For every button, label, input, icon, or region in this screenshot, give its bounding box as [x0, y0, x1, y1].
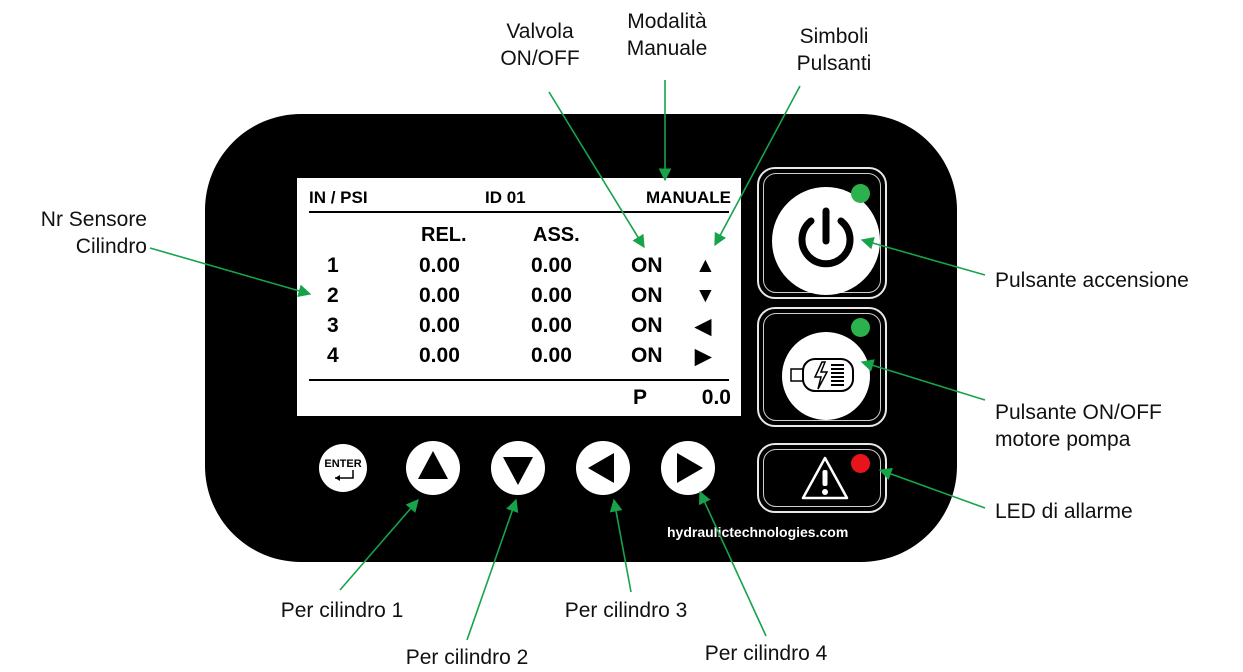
units-label: IN / PSI [309, 188, 368, 207]
abs-value: 0.00 [531, 254, 572, 277]
return-arrow-icon [335, 470, 354, 481]
lcd-display: IN / PSI ID 01 MANUALE REL. ASS. 1 0.00 … [297, 178, 741, 416]
rel-value: 0.00 [419, 284, 460, 307]
abs-value: 0.00 [531, 344, 572, 367]
sensor-number: 2 [327, 284, 339, 307]
footer-url: hydraulictechnologies.com [667, 524, 849, 540]
pressure-value: 0.0 [701, 386, 731, 409]
callout-alarm-led: LED di allarme [995, 500, 1133, 523]
callout-cyl1: Per cilindro 1 [280, 599, 404, 622]
button-symbol: ▶ [695, 345, 712, 368]
enter-button[interactable]: ENTER [319, 444, 367, 492]
leader-valve [548, 91, 645, 249]
callout-power-button: Pulsante accensione [995, 269, 1189, 292]
table-row: 1 0.00 0.00 ON ▲ [297, 254, 741, 284]
right-button[interactable] [661, 441, 715, 495]
button-symbol: ▲ [695, 254, 716, 277]
col-abs-header: ASS. [533, 224, 580, 246]
table-row: 2 0.00 0.00 ON ▼ [297, 284, 741, 314]
triangle-left-icon [588, 453, 614, 483]
leader-sensor [149, 247, 312, 297]
sensor-number: 4 [327, 344, 339, 367]
power-button[interactable] [757, 167, 887, 299]
leader-power [860, 236, 986, 276]
leader-pump [860, 359, 986, 401]
triangle-up-icon [418, 451, 448, 479]
pressure-label: P [633, 386, 648, 409]
button-symbol: ▼ [695, 284, 716, 307]
triangle-right-icon [677, 453, 703, 483]
leader-symbols [714, 85, 801, 247]
leader-cyl3 [609, 498, 632, 593]
pump-motor-icon [782, 332, 870, 420]
leader-alarm [878, 467, 986, 509]
abs-value: 0.00 [531, 284, 572, 307]
valve-status: ON [631, 344, 663, 367]
left-button[interactable] [576, 441, 630, 495]
table-row: 4 0.00 0.00 ON ▶ [297, 344, 741, 374]
warning-icon [801, 456, 849, 500]
sensor-number: 3 [327, 314, 339, 337]
callout-cyl2: Per cilindro 2 [405, 646, 529, 669]
mode-label: MANUALE [646, 188, 731, 207]
table-row: 3 0.00 0.00 ON ◀ [297, 314, 741, 344]
callout-cyl3: Per cilindro 3 [564, 599, 688, 622]
leader-cyl1 [339, 499, 419, 591]
leader-cyl4 [698, 490, 767, 637]
triangle-down-icon [503, 457, 533, 485]
valve-status: ON [631, 284, 663, 307]
enter-label: ENTER [324, 458, 362, 470]
device-id: ID 01 [485, 188, 526, 207]
valve-status: ON [631, 314, 663, 337]
pump-led [851, 318, 870, 337]
footer-divider [309, 379, 729, 381]
leader-cyl2 [466, 498, 519, 641]
alarm-led [851, 454, 870, 473]
rel-value: 0.00 [419, 254, 460, 277]
sensor-number: 1 [327, 254, 339, 277]
down-button[interactable] [491, 441, 545, 495]
rel-value: 0.00 [419, 344, 460, 367]
power-icon [772, 187, 880, 295]
button-symbol: ◀ [695, 315, 712, 338]
power-led [851, 184, 870, 203]
rel-value: 0.00 [419, 314, 460, 337]
header-divider [309, 211, 729, 213]
valve-status: ON [631, 254, 663, 277]
abs-value: 0.00 [531, 314, 572, 337]
callout-cyl4: Per cilindro 4 [704, 642, 828, 665]
up-button[interactable] [406, 441, 460, 495]
col-rel-header: REL. [421, 224, 467, 246]
